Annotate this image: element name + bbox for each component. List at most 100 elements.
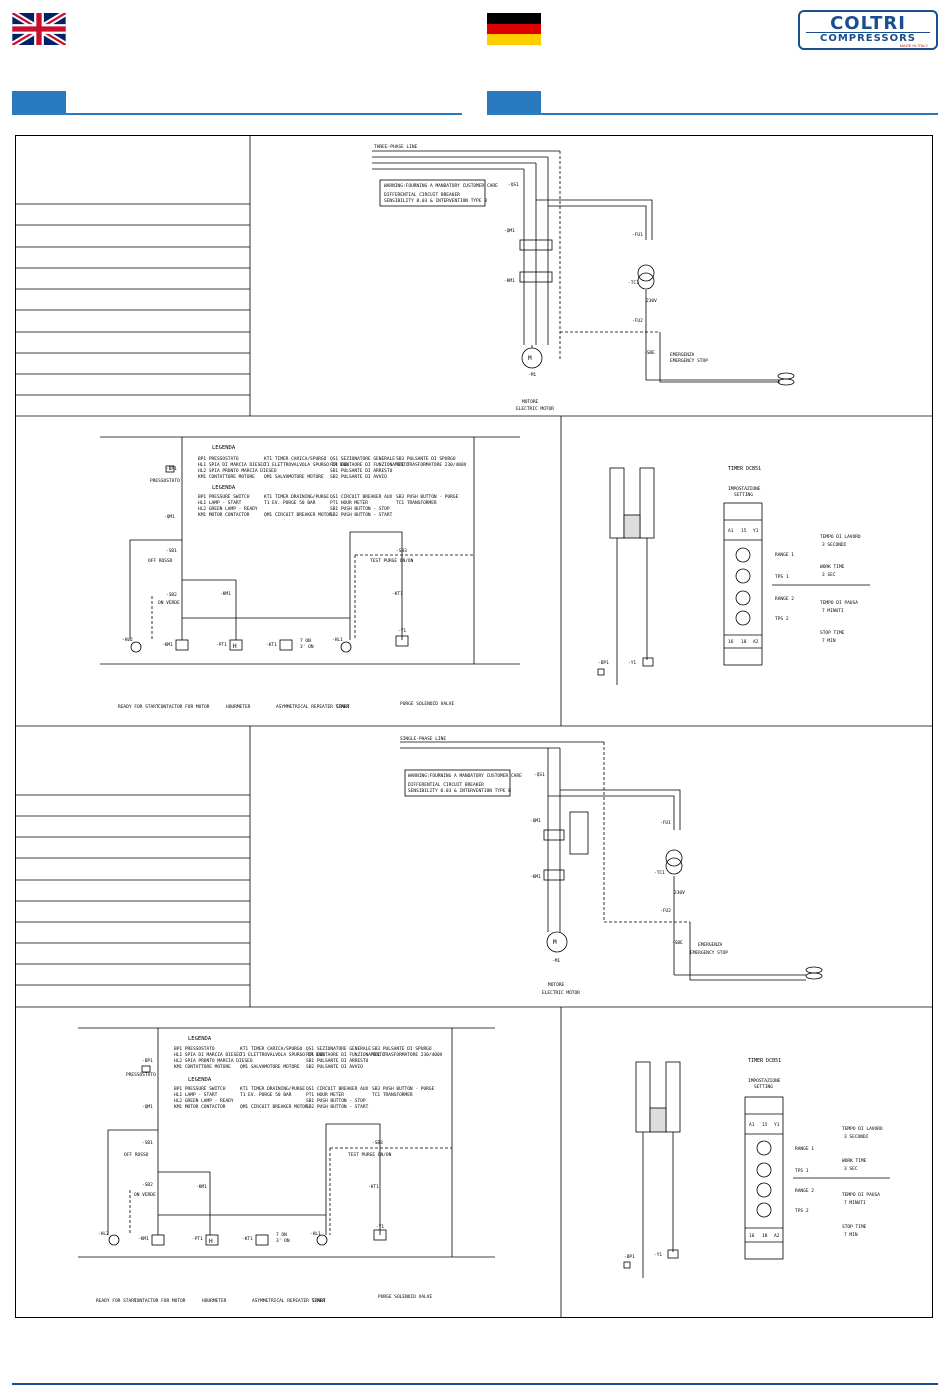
emergency-label: EMERGENZA	[670, 352, 695, 358]
sb3-label-2: -SB3	[372, 1140, 383, 1146]
kt1-coil-label-2: -KT1	[242, 1236, 253, 1242]
kt1-off-label-2: 3' ON	[276, 1238, 290, 1244]
power-supply-label: THREE-PHASE LINE	[374, 144, 418, 150]
legend2-en-2: HL2 GREEN LAMP - READY	[174, 1098, 234, 1104]
terminal2-top-0: A1	[749, 1122, 755, 1128]
warning-text-2: DIFFERENTIAL CIRCUIT BREAKER	[384, 192, 460, 198]
legend-it-12: TC1 TRASFORMATORE 230/400V	[396, 462, 467, 468]
kt1-on-label-2: 7 ON	[276, 1232, 287, 1238]
legend-en-6: QM1 CIRCUIT BREAKER MOTOR	[264, 512, 332, 518]
qm1-label-2: -QM1	[530, 818, 541, 824]
legend2-it-12: TC1 TRASFORMATORE 230/400V	[372, 1052, 443, 1058]
pt1-h: H	[233, 643, 237, 650]
legend-en-10: SB2 PUSH BUTTON - START	[330, 512, 393, 518]
qm1-label: -QM1	[504, 228, 515, 234]
qs1-label: -QS1	[508, 182, 519, 188]
legend-it-6: QM1 SALVAMOTORE MOTORE	[264, 474, 324, 480]
legend2-it-6: QM1 SALVAMOTORE MOTORE	[240, 1064, 300, 1070]
qm1-ctrl-label-2: -QM1	[142, 1104, 153, 1110]
m1-label-2: -M1	[552, 958, 560, 964]
motor-label-en-2: ELECTRIC MOTOR	[542, 990, 580, 996]
km1-coil-label: -KM1	[162, 642, 173, 648]
legend2-it-5: T1 ELETTROVALVOLA SPURGO DA BAR	[240, 1052, 324, 1058]
warning-text-3: SENSIBILITY 0.03 & INTERVENTION TYPE B	[384, 198, 487, 204]
legend2-en-11: SB3 PUSH BUTTON - PURGE	[372, 1086, 435, 1092]
on-verde-label: ON VERDE	[158, 600, 180, 606]
work-time-en-val: 3 SEC	[822, 572, 836, 578]
timer-y1-label: -Y1	[628, 660, 636, 666]
logo-tag: MADE IN ITALY	[899, 43, 928, 48]
v230-label: 230V	[646, 298, 657, 304]
pause-time-en-2: STOP TIME	[842, 1224, 867, 1230]
terminal-bottom-1: 18	[741, 639, 747, 645]
hl1-label: -HL1	[332, 637, 343, 643]
y1-label: -Y1	[398, 628, 406, 634]
hl2-label: -HL2	[122, 637, 133, 643]
bp1-label: -BP1	[166, 466, 177, 472]
work-time-it-2: TEMPO DI LAVORO	[842, 1126, 883, 1132]
legend2-en-3: KM1 MOTOR CONTACTOR	[174, 1104, 226, 1110]
legend-en-12: TC1 TRANSFORMER	[396, 500, 437, 506]
legend-en-8: PT1 HOUR METER	[330, 500, 368, 506]
legend-it-7: QS1 SEZIONATORE GENERALE	[330, 456, 395, 462]
legend-it-3: KM1 CONTATTORE MOTORE	[198, 474, 255, 480]
legend-it-0: BP1 PRESSOSTATO	[198, 456, 239, 462]
section-tab-right	[487, 91, 541, 114]
terminal-top-0: A1	[728, 528, 734, 534]
timer2-title: TIMER DCB51	[748, 1058, 781, 1064]
legend2-en-5: T1 EV. PURGE 50 BAR	[240, 1092, 292, 1098]
terminal-top-2: Y1	[753, 528, 759, 534]
pause-time-en-val: 7 MIN	[822, 638, 836, 644]
kt1-aux-label: -KT1	[392, 591, 403, 597]
km1-aux-label: -KM1	[220, 591, 231, 597]
pause-time-it-val-2: 7 MINUTI	[844, 1200, 866, 1206]
timer2-setting-it: IMPOSTAZIONE	[748, 1078, 781, 1084]
on-verde-label-2: ON VERDE	[134, 1192, 156, 1198]
legend-it-8: PT1 CONTAORE DI FUNZIONAMENTO	[330, 462, 409, 468]
fu2-label-2: -FU2	[660, 908, 671, 914]
legend-en-2: HL2 GREEN LAMP - READY	[198, 506, 258, 512]
legend-it-5: T1 ELETTROVALVOLA SPURGO DA BAR	[264, 462, 348, 468]
legend-en-3: KM1 MOTOR CONTACTOR	[198, 512, 250, 518]
sbe-label: -SBE	[644, 350, 655, 356]
sb1-label-2: -SB1	[142, 1140, 153, 1146]
pt1-label: -PT1	[216, 642, 227, 648]
emergency-label-2: EMERGENZA	[698, 942, 723, 948]
terminal-bottom-0: 16	[728, 639, 734, 645]
pressostato-label: PRESSOSTATO	[150, 478, 180, 484]
timer-title: TIMER DCB51	[728, 466, 761, 472]
legend2-en-8: PT1 HOUR METER	[306, 1092, 344, 1098]
hl2-label-2: -HL2	[98, 1231, 109, 1237]
purge-valve-label-2: PURGE SOLENOID VALVE	[378, 1294, 432, 1300]
pause-time-en-val-2: 7 MIN	[844, 1232, 858, 1238]
pause-time-en: STOP TIME	[820, 630, 845, 636]
kt1-aux-label-2: -KT1	[368, 1184, 379, 1190]
y1-label-2: -Y1	[376, 1224, 384, 1230]
tps2-label-2: TPS 2	[795, 1208, 809, 1214]
legend2-en-4: KT1 TIMER DRAINING/PURGE	[240, 1086, 305, 1092]
tps1-label-2: TPS 1	[795, 1168, 809, 1174]
coltri-logo: COLTRI COMPRESSORS MADE IN ITALY	[798, 10, 938, 50]
germany-flag-icon	[487, 13, 541, 45]
section-rule-right	[487, 113, 938, 115]
legend2-it-7: QS1 SEZIONATORE GENERALE	[306, 1046, 371, 1052]
work-time-it: TEMPO DI LAVORO	[820, 534, 861, 540]
terminal-top-1: 15	[741, 528, 747, 534]
test-purge-label: TEST PURGE ON/ON	[370, 558, 414, 564]
kt1-off-label: 3' ON	[300, 644, 314, 650]
timer-panel-1	[597, 467, 870, 685]
section-tab-left	[12, 91, 66, 114]
fu1-label: -FU1	[632, 232, 643, 238]
motor-label: MOTORE	[522, 399, 539, 405]
pause-time-it: TEMPO DI PAUSA	[820, 600, 858, 606]
qs1-label-2: -QS1	[534, 772, 545, 778]
uk-flag-icon	[12, 13, 66, 45]
off-rosso-label-2: OFF ROSSO	[124, 1152, 149, 1158]
terminal-bottom-2: A2	[753, 639, 759, 645]
timer-bp1-label: -BP1	[598, 660, 609, 666]
legend2-title-it: LEGENDA	[188, 1036, 212, 1042]
legend-it-1: HL1 SPIA DI MARCIA DIESEO	[198, 462, 266, 468]
tps1-label: TPS 1	[775, 574, 789, 580]
tc1-label-2: -TC1	[654, 870, 665, 876]
terminal2-bottom-2: A2	[774, 1233, 780, 1239]
